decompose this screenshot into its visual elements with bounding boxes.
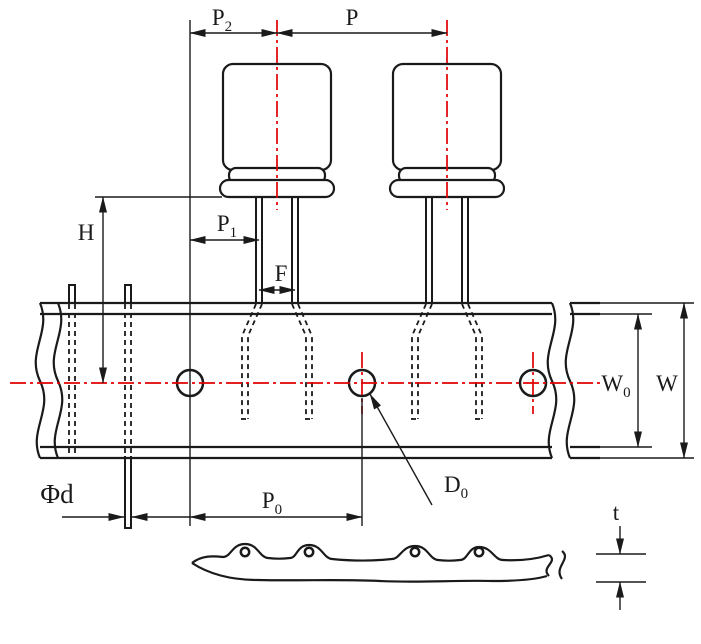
dim-label-w: W (656, 371, 678, 396)
dim-label-t: t (613, 500, 620, 525)
carrier-tape (34, 301, 600, 460)
dim-label-p1: P1 (217, 211, 237, 241)
side-view-lead-2 (303, 546, 315, 558)
dim-label-h: H (78, 220, 95, 245)
capacitor-2-leads (425, 197, 469, 304)
dim-label-w0: W0 (601, 371, 630, 401)
capacitor-1 (218, 62, 336, 420)
dim-label-phi-d: Φd (40, 479, 74, 509)
dim-label-p: P (346, 5, 359, 30)
dimension-labels: P2 P P1 H F W0 W Φd P0 D0 t (40, 5, 678, 525)
tape-torn-edge-right-2 (564, 302, 576, 459)
dim-label-p0: P0 (262, 488, 282, 518)
dim-label-d0: D0 (444, 472, 468, 502)
capacitor-2-leads-hidden (411, 303, 483, 420)
side-view-torn-edge-1 (545, 554, 554, 577)
center-lines (10, 20, 604, 414)
dim-d0-leader (369, 393, 433, 506)
side-view-lead-3 (409, 546, 421, 558)
extension-lines (95, 20, 694, 526)
capacitor-1-leads (255, 197, 299, 304)
capacitor-1-leads-hidden (241, 303, 313, 420)
tape-torn-edge-left-1 (34, 302, 46, 459)
side-view-lead-1 (239, 546, 251, 558)
dim-label-p2: P2 (212, 5, 232, 35)
tape-torn-edge-right-1 (546, 302, 558, 459)
dimension-lines (62, 29, 688, 610)
dim-label-f: F (275, 261, 288, 286)
side-view-bottom-profile (191, 562, 548, 583)
tape-side-view (191, 542, 567, 583)
side-view-lead-4 (473, 546, 485, 558)
capacitor-2 (388, 62, 506, 420)
tape-torn-edge-left-2 (52, 302, 64, 459)
side-view-torn-edge-2 (558, 550, 567, 580)
previous-component-leads (68, 284, 132, 529)
